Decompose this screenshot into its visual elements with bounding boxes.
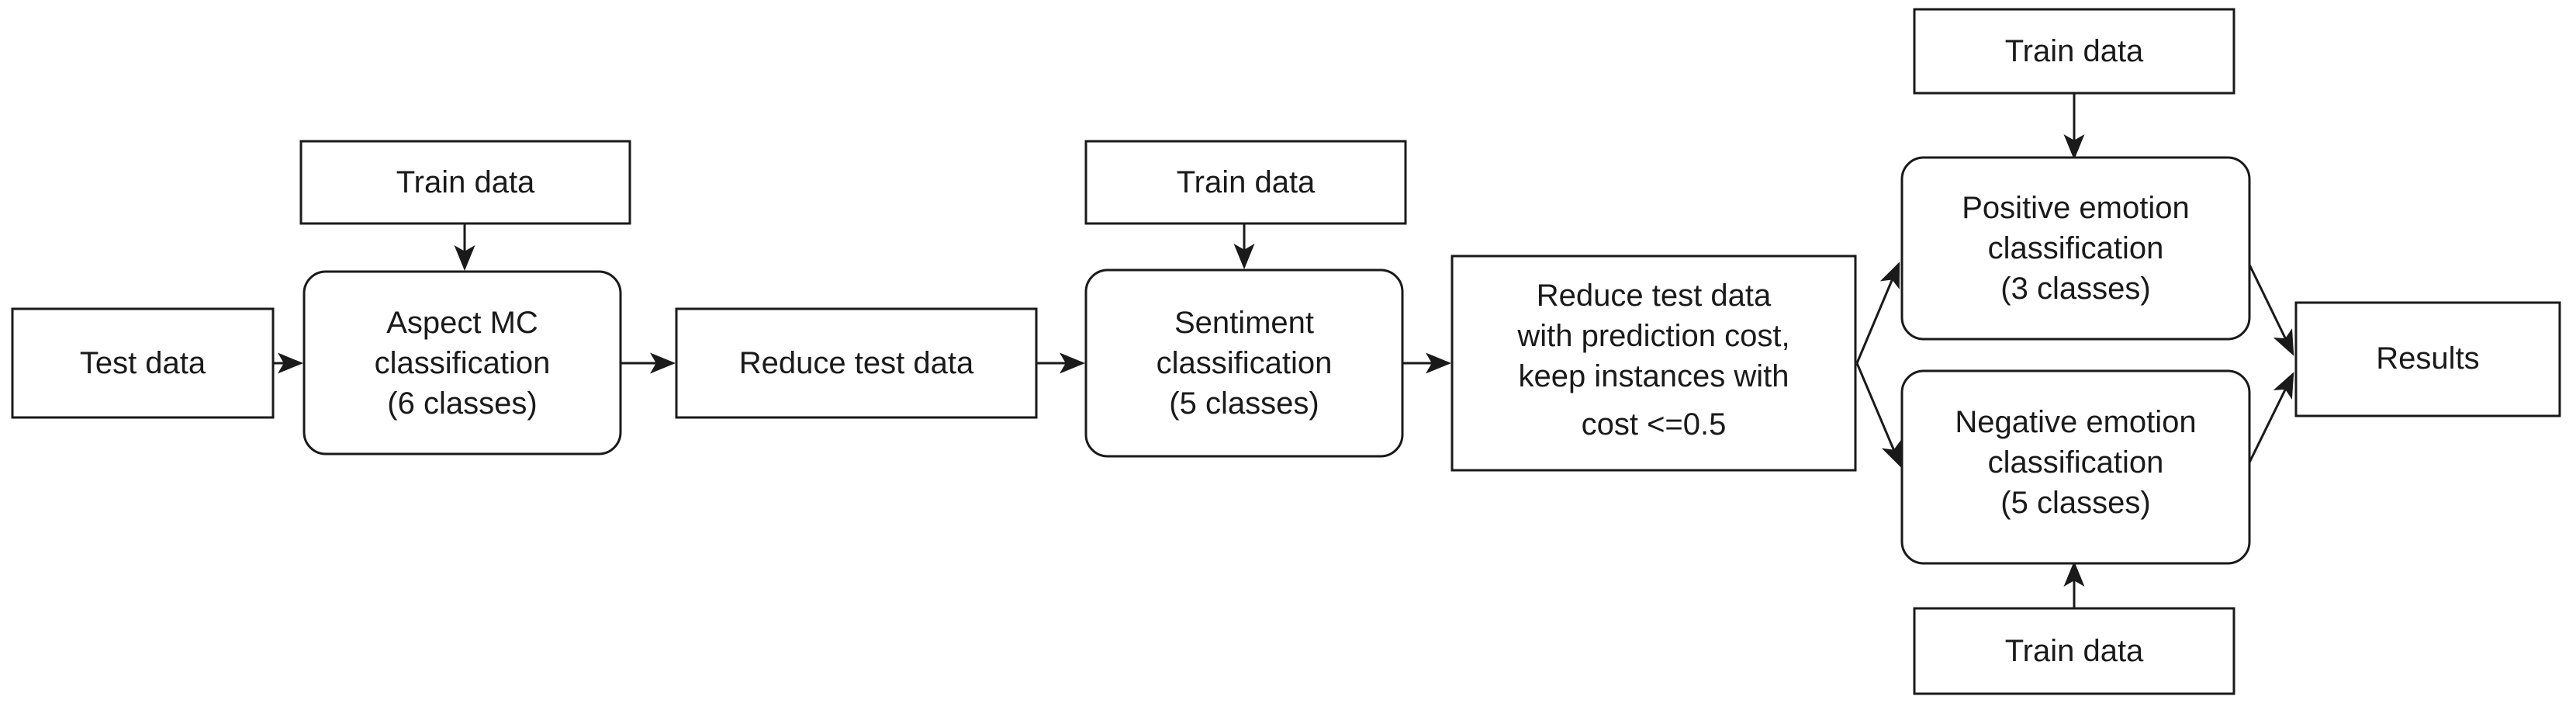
- node-negative-emotion-line1: Negative emotion: [1955, 405, 2196, 439]
- svg-text:keep instances with: keep instances with: [1518, 359, 1789, 393]
- svg-text:with prediction cost,: with prediction cost,: [1516, 319, 1789, 353]
- svg-text:Negative emotion: Negative emotion: [1955, 405, 2196, 439]
- svg-text:Reduce test data: Reduce test data: [1537, 279, 1772, 313]
- node-aspect-mc-line3: (6 classes): [387, 386, 537, 421]
- node-positive-emotion-line1: Positive emotion: [1962, 191, 2189, 225]
- svg-text:Positive emotion: Positive emotion: [1962, 191, 2189, 225]
- svg-text:Train data: Train data: [2005, 634, 2144, 668]
- node-train-data-4-label: Train data: [2005, 634, 2144, 668]
- svg-text:classification: classification: [1157, 346, 1333, 380]
- edge-reducecost-to-positive: [1855, 262, 1900, 364]
- node-train-data-1-label: Train data: [396, 165, 535, 199]
- svg-text:classification: classification: [1988, 445, 2164, 480]
- svg-text:Reduce test data: Reduce test data: [739, 346, 974, 380]
- node-train-data-3-label: Train data: [2005, 34, 2144, 68]
- node-test-data-label: Test data: [80, 346, 206, 380]
- edge-negative-to-results: [2246, 372, 2294, 466]
- svg-text:Train data: Train data: [396, 165, 535, 199]
- node-reduce-with-cost[interactable]: Reduce test data with prediction cost, k…: [1451, 255, 1857, 472]
- svg-text:Aspect MC: Aspect MC: [386, 306, 538, 340]
- svg-text:(5 classes): (5 classes): [1169, 386, 1319, 421]
- node-test-data[interactable]: Test data: [11, 307, 275, 419]
- svg-text:Sentiment: Sentiment: [1174, 306, 1314, 340]
- node-sentiment-line3: (5 classes): [1169, 386, 1319, 421]
- node-reduce-cost-line4: cost <=0.5: [1582, 407, 1727, 442]
- node-results[interactable]: Results: [2294, 301, 2561, 417]
- node-results-label: Results: [2376, 341, 2479, 376]
- node-sentiment-line1: Sentiment: [1174, 306, 1314, 340]
- svg-text:Train data: Train data: [1177, 165, 1316, 199]
- node-positive-emotion-classification[interactable]: Positive emotion classification (3 class…: [1900, 156, 2251, 341]
- node-train-data-4[interactable]: Train data: [1913, 607, 2235, 695]
- node-train-data-2[interactable]: Train data: [1084, 140, 1407, 225]
- node-reduce-test-data-label: Reduce test data: [739, 346, 974, 380]
- svg-text:(3 classes): (3 classes): [2000, 272, 2150, 306]
- edge-positive-to-results: [2246, 261, 2294, 356]
- svg-text:classification: classification: [375, 346, 551, 380]
- svg-text:classification: classification: [1988, 231, 2164, 265]
- node-train-data-3[interactable]: Train data: [1913, 8, 2235, 95]
- edge-layer: [273, 93, 2294, 608]
- node-positive-emotion-line3: (3 classes): [2000, 272, 2150, 306]
- svg-text:Train data: Train data: [2005, 34, 2144, 68]
- node-reduce-cost-line1: Reduce test data: [1537, 279, 1772, 313]
- node-reduce-test-data[interactable]: Reduce test data: [675, 307, 1038, 419]
- edge-reducecost-to-negative: [1855, 362, 1902, 468]
- node-negative-emotion-line2: classification: [1988, 445, 2164, 480]
- node-train-data-2-label: Train data: [1177, 165, 1316, 199]
- svg-text:cost <=0.5: cost <=0.5: [1582, 407, 1727, 442]
- svg-text:(5 classes): (5 classes): [2000, 486, 2150, 520]
- svg-text:Results: Results: [2376, 341, 2479, 376]
- svg-text:(6 classes): (6 classes): [387, 386, 537, 421]
- node-reduce-cost-line3: keep instances with: [1518, 359, 1789, 393]
- node-train-data-1[interactable]: Train data: [299, 140, 631, 225]
- node-negative-emotion-classification[interactable]: Negative emotion classification (5 class…: [1900, 369, 2251, 565]
- node-reduce-cost-line2: with prediction cost,: [1516, 319, 1789, 353]
- node-sentiment-classification[interactable]: Sentiment classification (5 classes): [1084, 268, 1404, 458]
- node-aspect-mc-classification[interactable]: Aspect MC classification (6 classes): [303, 270, 622, 455]
- node-negative-emotion-line3: (5 classes): [2000, 486, 2150, 520]
- node-sentiment-line2: classification: [1157, 346, 1333, 380]
- node-aspect-mc-line1: Aspect MC: [386, 306, 538, 340]
- node-aspect-mc-line2: classification: [375, 346, 551, 380]
- svg-text:Test data: Test data: [80, 346, 206, 380]
- node-positive-emotion-line2: classification: [1988, 231, 2164, 265]
